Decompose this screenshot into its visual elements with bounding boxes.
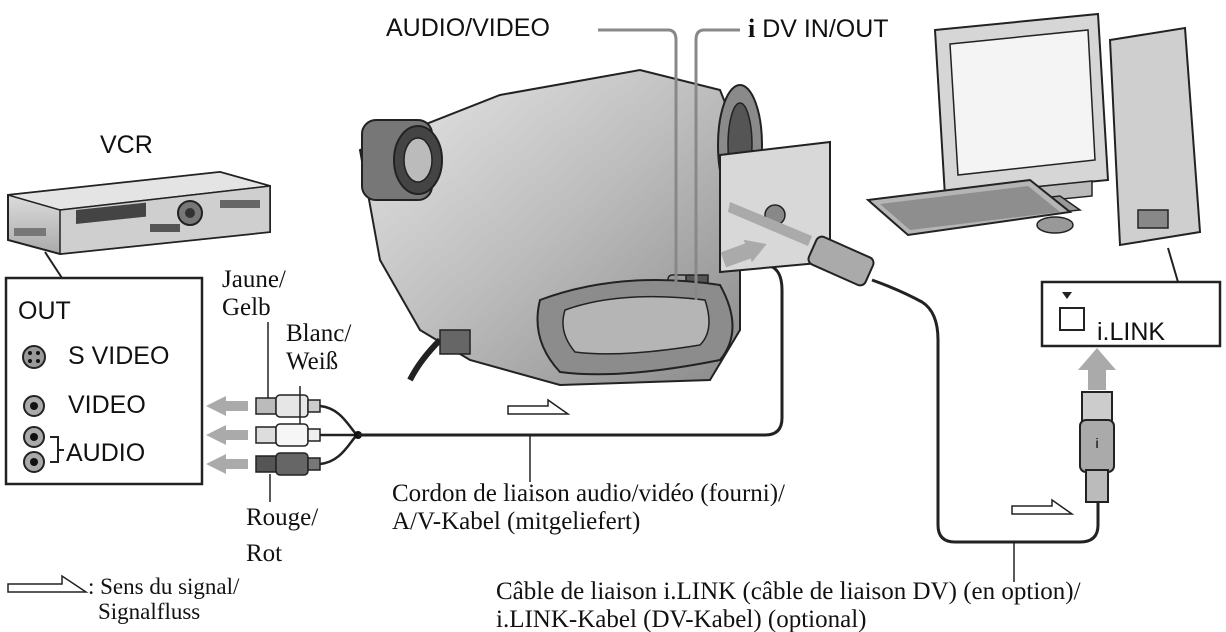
hollow-arrow-icon xyxy=(507,398,571,415)
dv-connector xyxy=(720,202,875,287)
audio-label: AUDIO xyxy=(66,439,146,467)
blanc-text: Blanc/ xyxy=(286,320,352,347)
s-video-jack-icon xyxy=(22,345,46,369)
signal-arrow-ilink xyxy=(1078,348,1116,390)
ilink-plug: i xyxy=(1079,391,1115,503)
jaune-text: Jaune/ xyxy=(222,266,286,293)
i-link-icon: i xyxy=(748,14,756,43)
audio-bracket xyxy=(50,436,64,463)
white-plug xyxy=(255,423,321,447)
computer xyxy=(865,12,1202,247)
audio-video-port-label: AUDIO/VIDEO xyxy=(386,14,550,42)
signal-legend-label: : Sens du signal/ Signalfluss xyxy=(88,574,239,625)
dv-port-text: DV IN/OUT xyxy=(762,15,889,43)
s-video-label: S VIDEO xyxy=(68,342,170,370)
yellow-plug xyxy=(255,394,321,418)
rca-jack-icon xyxy=(23,451,45,473)
dv-port-label: i DV IN/OUT xyxy=(748,14,889,44)
plug-leader-lines xyxy=(267,322,301,502)
blanc-label: Blanc/ Weiß xyxy=(286,320,351,375)
port-leader-lines xyxy=(598,28,740,300)
red-plug xyxy=(255,452,321,476)
weiss-text: Weiß xyxy=(286,347,339,375)
rot-text: Rot xyxy=(246,539,283,567)
av-cable-label: Cordon de liaison audio/vidéo (fourni)/ … xyxy=(392,480,785,535)
rca-jack-icon xyxy=(23,395,45,417)
svg-text:i: i xyxy=(1095,435,1098,451)
gelb-text: Gelb xyxy=(222,293,271,321)
hollow-arrow-icon xyxy=(7,574,89,593)
camcorder xyxy=(358,68,831,387)
vcr-callout xyxy=(44,251,92,279)
signal-de: Signalfluss xyxy=(98,599,201,625)
ilink-port-label: i.LINK xyxy=(1097,318,1166,346)
ilink-port-icon xyxy=(1059,307,1085,331)
rca-jack-icon xyxy=(23,426,45,448)
av-cable xyxy=(358,264,784,437)
ilink-cable-de: i.LINK-Kabel (DV-Kabel) (optional) xyxy=(496,605,867,632)
ilink-cable-label: Câble de liaison i.LINK (câble de liaiso… xyxy=(496,578,1081,632)
vcr-out-panel xyxy=(4,276,204,486)
rouge-label: Rouge/ Rot xyxy=(246,504,318,567)
av-cable-de: A/V-Kabel (mitgeliefert) xyxy=(392,507,641,535)
jaune-label: Jaune/ Gelb xyxy=(222,266,286,321)
signal-fr: : Sens du signal/ xyxy=(88,574,240,599)
ilink-port-panel xyxy=(1040,280,1222,348)
rca-plugs xyxy=(255,394,362,476)
triangle-marker-icon xyxy=(1062,292,1072,299)
out-label: OUT xyxy=(18,297,71,325)
video-label: VIDEO xyxy=(68,391,146,419)
rouge-text: Rouge/ xyxy=(246,504,319,531)
av-cable-fr: Cordon de liaison audio/vidéo (fourni)/ xyxy=(392,480,785,507)
hollow-arrow-icon xyxy=(1011,498,1075,515)
ilink-cable-fr: Câble de liaison i.LINK (câble de liaiso… xyxy=(496,578,1081,605)
ilink-cable xyxy=(871,278,1100,544)
vcr-label: VCR xyxy=(100,131,153,159)
signal-arrows-vcr xyxy=(206,396,248,474)
computer-callout xyxy=(1167,247,1202,283)
vcr-device xyxy=(7,170,271,256)
